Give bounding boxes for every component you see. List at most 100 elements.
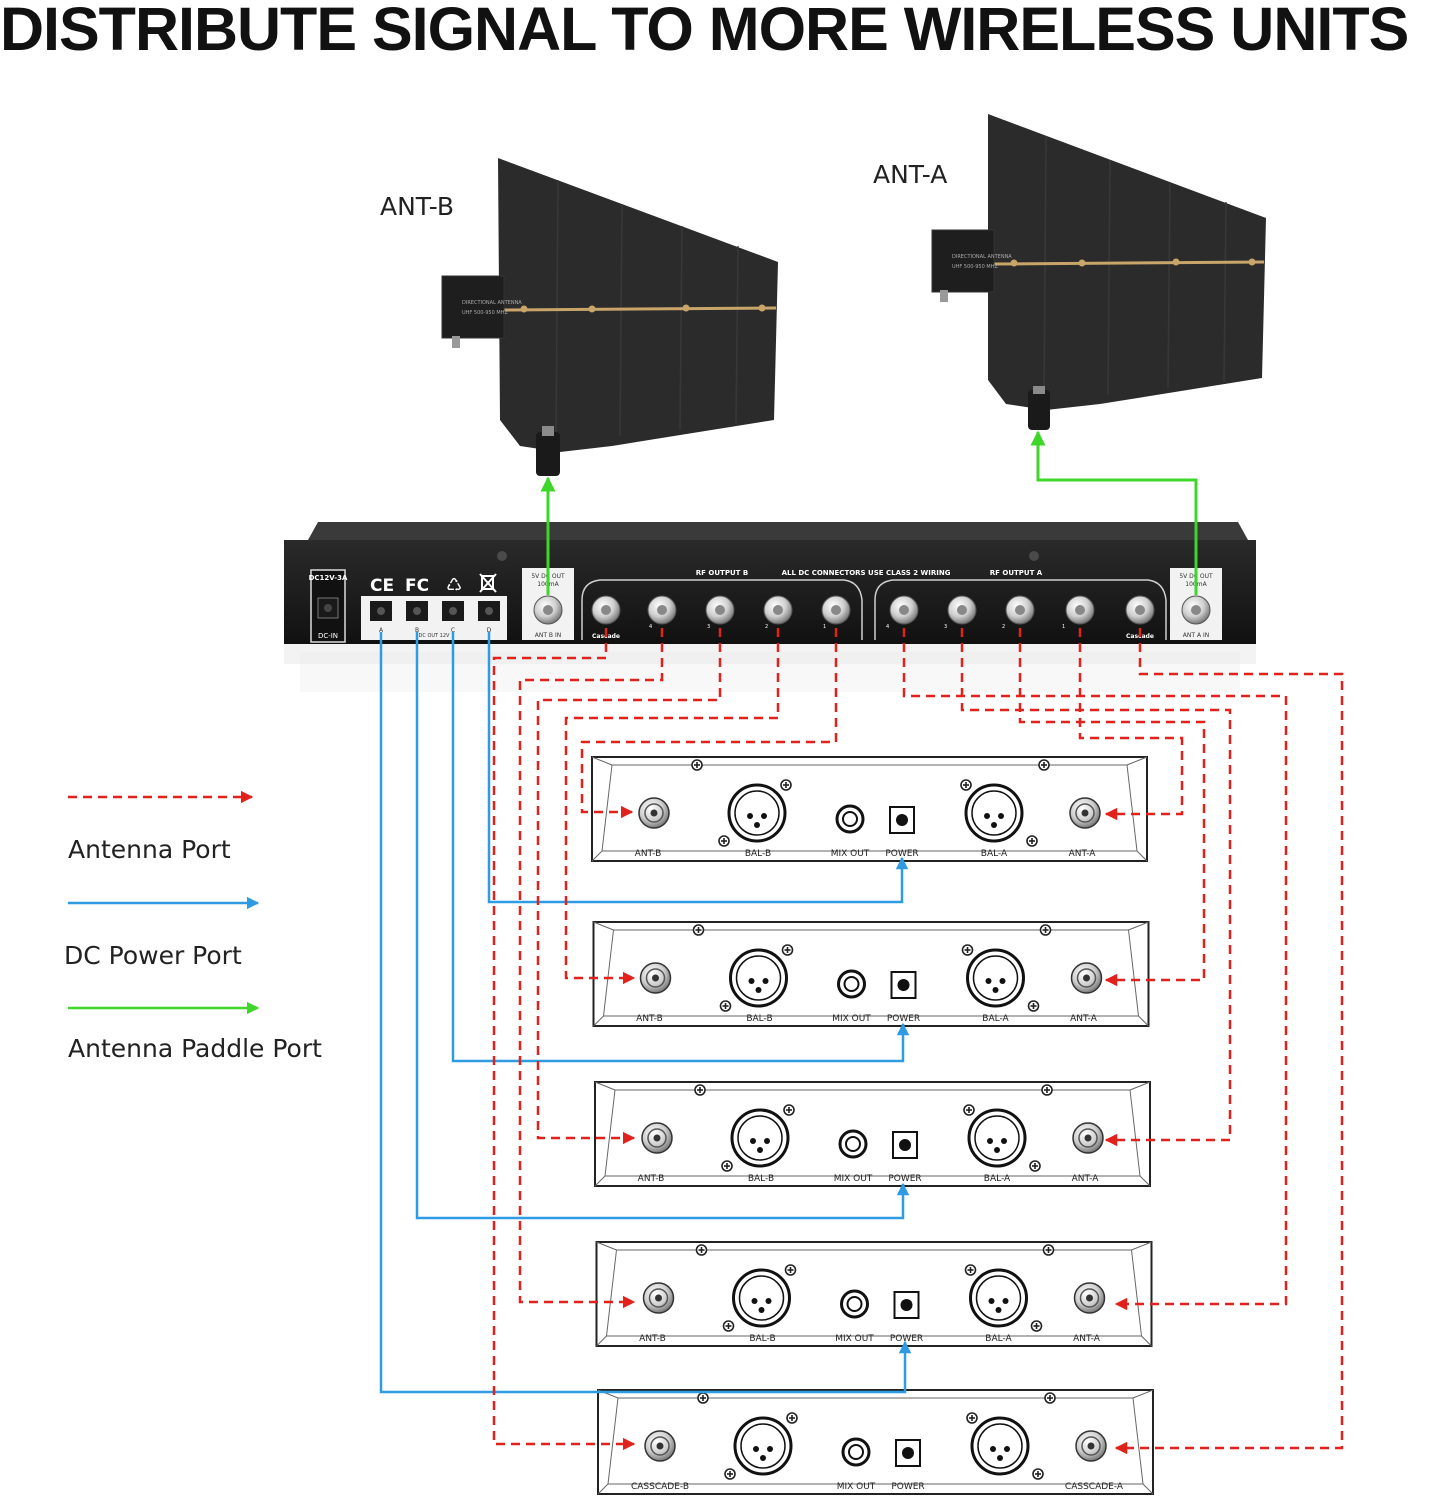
power-label: POWER: [885, 849, 918, 859]
screw-icon: [1029, 551, 1039, 561]
ant-b-label: ANT-B: [636, 1014, 663, 1024]
screw-icon: [1042, 1244, 1055, 1256]
antenna-a: DIRECTIONAL ANTENNA UHF 500-950 MHZ: [931, 114, 1266, 430]
screw-icon: [1032, 1468, 1044, 1480]
screw-icon: [1029, 1160, 1041, 1172]
screw-icon: [694, 1084, 706, 1096]
screw-icon: [784, 1264, 797, 1276]
screw-icon: [966, 1412, 978, 1424]
screw-icon: [1039, 924, 1052, 936]
screw-icon: [1030, 1320, 1043, 1332]
rf-b-port-2-label: 2: [765, 624, 768, 630]
page-title: DISTRIBUTE SIGNAL TO MORE WIRELESS UNITS: [0, 0, 1409, 63]
screw-icon: [960, 779, 972, 791]
ant-a-connector: [1072, 1122, 1104, 1154]
rf-wire-a-cascade: [1114, 628, 1344, 1455]
power-jack: [892, 1131, 918, 1159]
rf-a-port-3-label: 3: [944, 624, 947, 630]
ant-a-label: ANT-A: [1073, 1334, 1101, 1344]
dc-out-d-label: D: [487, 627, 492, 634]
mix-out-jack: [840, 1289, 869, 1319]
rf-b-port-1-label: 1: [823, 624, 826, 630]
rf-wire-b4: [518, 628, 664, 1309]
dc-out-c-label: C: [451, 627, 455, 634]
mix-out-jack: [841, 1437, 871, 1467]
cascade-b-label: CASSCADE-B: [631, 1482, 689, 1492]
screw-icon: [964, 1264, 977, 1276]
rf-output-b-label: RF OUTPUT B: [696, 569, 748, 577]
mix-out-label: MIX OUT: [834, 1174, 873, 1184]
bal-a-label: BAL-A: [982, 1014, 1009, 1024]
ant-b-connector: [639, 962, 672, 994]
rf-wire-a3: [960, 628, 1232, 1147]
mix-out-label: MIX OUT: [832, 1014, 871, 1024]
rf-wire-a1: [1078, 628, 1184, 821]
bal-b-label: BAL-B: [748, 1174, 774, 1184]
bal-a-label: BAL-A: [984, 1174, 1011, 1184]
ant-b-label: ANT-B: [635, 849, 662, 859]
mix-out-jack: [835, 804, 865, 834]
antenna-a-label: ANT-A: [873, 160, 948, 189]
antenna-b-band: UHF 500-950 MHZ: [462, 310, 508, 316]
screw-icon: [961, 944, 974, 956]
legend-label-dc-power-port: DC Power Port: [64, 941, 242, 970]
ant-a-label: ANT-A: [1070, 1014, 1098, 1024]
mix-out-label: MIX OUT: [835, 1334, 874, 1344]
antenna-distributor: DC12V-3A DC-IN CE FC ♺ A B C D DC OUT 12…: [284, 522, 1256, 692]
rf-output-a-connectors: [889, 595, 1155, 625]
cascade-a-label: CASSCADE-A: [1065, 1482, 1124, 1492]
rf-wire-b1: [580, 628, 838, 819]
bal-a-label: BAL-A: [981, 849, 1008, 859]
power-jack: [889, 806, 915, 834]
paddle-wire-a: [1030, 430, 1198, 595]
ant-a-connector: [1070, 962, 1103, 994]
screw-icon: [692, 924, 705, 936]
dc-out-a-label: A: [379, 627, 384, 634]
mix-out-jack: [837, 969, 866, 999]
cascade-a-connector: [1075, 1430, 1107, 1462]
rf-a-port-4-label: 4: [886, 624, 889, 630]
antenna-b-label: ANT-B: [380, 192, 455, 221]
bal-b-label: BAL-B: [745, 849, 771, 859]
screw-icon: [1038, 759, 1050, 771]
ce-mark-icon: CE: [370, 576, 394, 596]
mix-out-label: MIX OUT: [831, 849, 870, 859]
power-label: POWER: [890, 1334, 923, 1344]
screw-icon: [783, 1104, 795, 1116]
screw-icon: [724, 1468, 736, 1480]
screw-icon: [1044, 1392, 1056, 1404]
screw-icon: [786, 1412, 798, 1424]
antenna-b: DIRECTIONAL ANTENNA UHF 500-950 MHZ: [441, 158, 778, 476]
power-jack: [893, 1291, 920, 1319]
bal-a-connector: [970, 1416, 1030, 1476]
power-label: POWER: [887, 1014, 920, 1024]
dc-wire-1: [487, 632, 909, 904]
screw-icon: [719, 1000, 732, 1012]
bal-b-connector: [729, 948, 788, 1008]
rf-b-port-4-label: 4: [649, 624, 652, 630]
power-jack: [895, 1439, 921, 1467]
screw-icon: [721, 1160, 733, 1172]
screw-icon: [1026, 835, 1038, 847]
ant-b-in-label: ANT B IN: [535, 632, 561, 639]
rf-b-port-3-label: 3: [707, 624, 710, 630]
rf-wire-b2: [564, 628, 780, 985]
legend: [68, 790, 260, 1015]
ant-b-connector: [638, 797, 670, 829]
dc-wire-2: [451, 632, 910, 1063]
rf-wire-a4: [902, 628, 1288, 1311]
dc-wire-4: [379, 632, 912, 1394]
ant-a-connector: [1073, 1282, 1106, 1314]
screw-icon: [1027, 1000, 1040, 1012]
legend-label-antenna-paddle-port: Antenna Paddle Port: [68, 1034, 322, 1063]
dc-in-rating: DC12V-3A: [309, 574, 348, 582]
antenna-a-plate: DIRECTIONAL ANTENNA: [952, 254, 1012, 260]
ant-a-label: ANT-A: [1069, 849, 1097, 859]
screw-icon: [781, 944, 794, 956]
bal-a-connector: [967, 1108, 1027, 1168]
power-label: POWER: [888, 1174, 921, 1184]
